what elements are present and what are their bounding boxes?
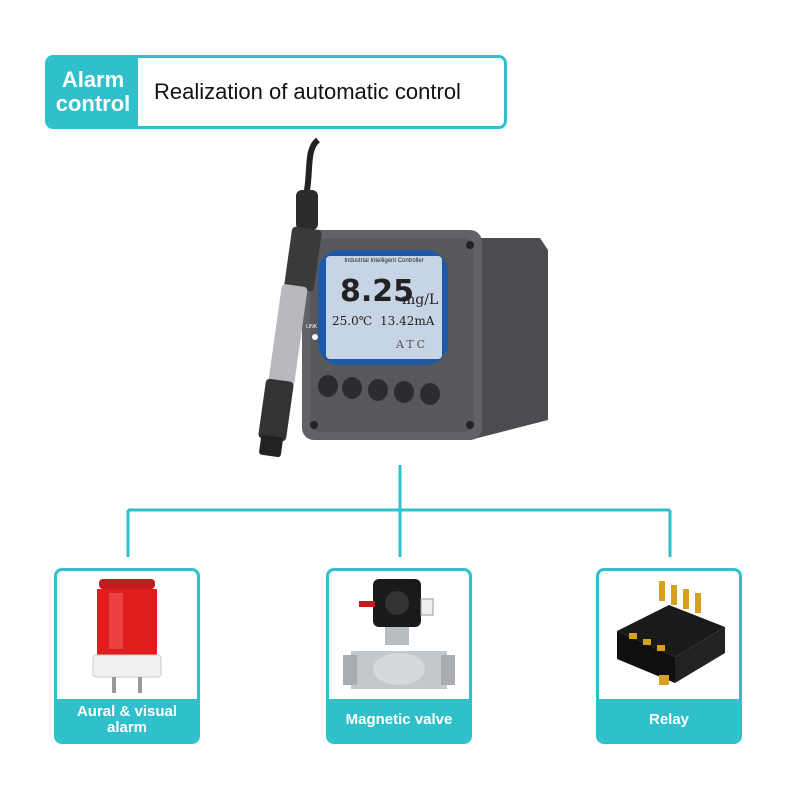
header-tag-line2: control <box>55 91 131 116</box>
screen-mode: ATC <box>396 338 429 351</box>
header-banner: Alarm control Realization of automatic c… <box>45 55 507 129</box>
header-tag-line1: Alarm <box>61 67 125 92</box>
screen-temperature: 25.0℃ <box>332 314 373 328</box>
output-card-relay: Relay <box>596 568 742 744</box>
keypad <box>318 375 440 405</box>
controller-icon <box>302 230 548 440</box>
lcd-screen <box>326 256 442 359</box>
sensor-probe-icon <box>258 137 322 458</box>
connector-lines <box>126 465 672 557</box>
output-label-valve: Magnetic valve <box>329 699 469 741</box>
link-led-icon <box>312 334 318 340</box>
output-label-alarm: Aural & visual alarm <box>57 699 197 741</box>
header-tag: Alarm control <box>48 58 138 126</box>
output-label-relay: Relay <box>599 699 739 741</box>
link-led-label: LINK <box>306 324 318 330</box>
screen-title: Industrial Intelligent Controller <box>344 258 424 264</box>
output-card-alarm: Aural & visual alarm <box>54 568 200 744</box>
solenoid-valve-icon <box>343 579 455 689</box>
set-button[interactable] <box>420 383 440 405</box>
left-button[interactable] <box>318 375 338 397</box>
output-card-valve: Magnetic valve <box>326 568 472 744</box>
alarm-light-icon <box>92 579 162 693</box>
screen-reading-unit: mg/L <box>402 292 439 308</box>
header-text: Realization of automatic control <box>154 79 461 104</box>
screen-current: 13.42mA <box>380 314 435 328</box>
relay-icon <box>617 581 725 685</box>
screen-reading: 8.25 <box>340 274 415 309</box>
enter-button[interactable] <box>368 379 388 401</box>
cal-button[interactable] <box>394 381 414 403</box>
right-button[interactable] <box>342 377 362 399</box>
